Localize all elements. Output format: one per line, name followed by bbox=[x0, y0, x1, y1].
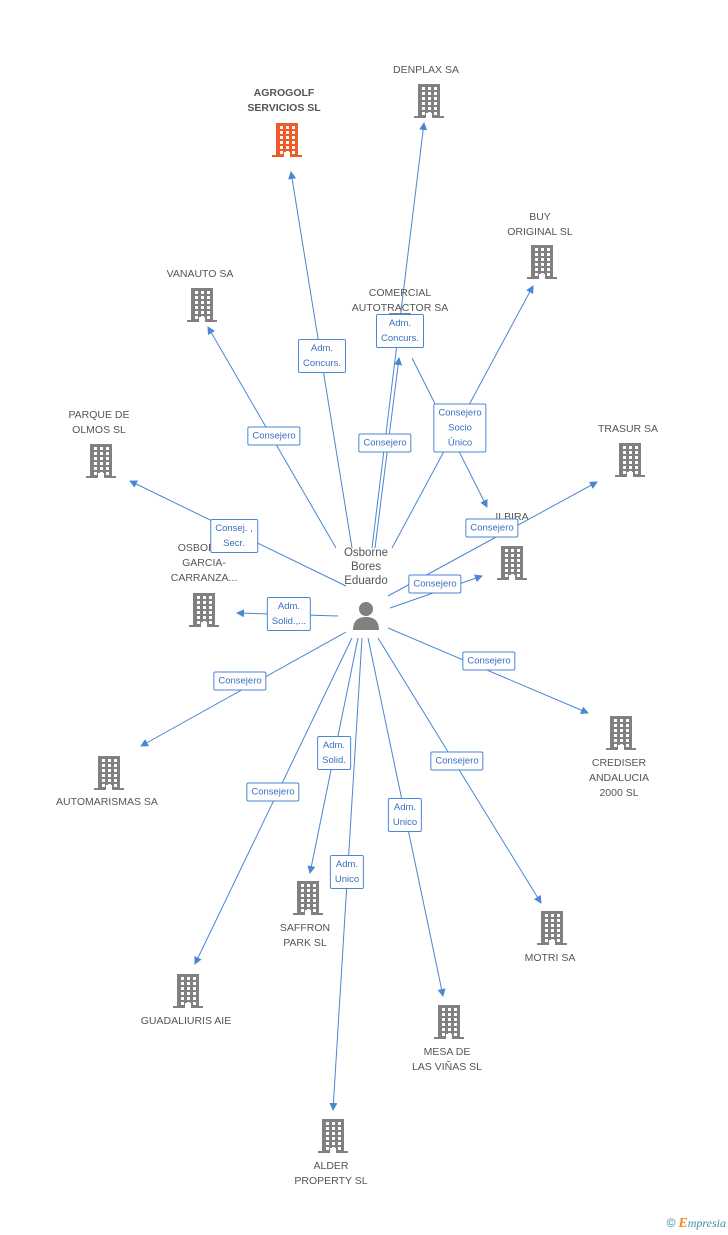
company-label-agrogolf[interactable]: AGROGOLF SERVICIOS SL bbox=[247, 87, 321, 114]
relation-edge-motri bbox=[377, 637, 542, 904]
company-label-guadaliuris[interactable]: GUADALIURIS AIE bbox=[140, 1015, 232, 1027]
company-label-alder[interactable]: ALDER PROPERTY SL bbox=[294, 1160, 368, 1187]
building-icon[interactable] bbox=[272, 123, 302, 162]
building-icon[interactable] bbox=[615, 443, 645, 482]
relation-label-motri: Consejero bbox=[430, 751, 484, 771]
empresia-footer: © Empresia bbox=[667, 1216, 726, 1232]
building-icon[interactable] bbox=[173, 974, 203, 1013]
relation-label-buy-original: Consejero Socio Único bbox=[433, 403, 487, 453]
company-label-buy-original[interactable]: BUY ORIGINAL SL bbox=[507, 211, 573, 238]
relation-label-mesa-vinas: Adm. Unico bbox=[387, 798, 423, 832]
building-icon[interactable] bbox=[293, 881, 323, 920]
relation-label-vanauto: Consejero bbox=[247, 426, 301, 446]
relation-label-saffron: Adm. Solid. bbox=[317, 736, 351, 770]
building-icon[interactable] bbox=[527, 245, 557, 284]
relation-edge-crediser bbox=[387, 627, 589, 714]
company-label-comercial-autotractor[interactable]: COMERCIAL AUTOTRACTOR SA bbox=[351, 287, 449, 314]
company-label-motri[interactable]: MOTRI SA bbox=[524, 952, 576, 964]
building-icon[interactable] bbox=[537, 911, 567, 950]
company-label-vanauto[interactable]: VANAUTO SA bbox=[166, 268, 234, 280]
building-icon[interactable] bbox=[86, 444, 116, 483]
relation-label-denplax: Consejero bbox=[358, 433, 412, 453]
company-label-trasur[interactable]: TRASUR SA bbox=[597, 423, 659, 435]
relation-label-crediser: Consejero bbox=[462, 651, 516, 671]
company-label-crediser[interactable]: CREDISER ANDALUCIA 2000 SL bbox=[588, 757, 650, 799]
building-icon[interactable] bbox=[187, 288, 217, 327]
brand-name: mpresia bbox=[687, 1216, 726, 1230]
relation-edge-comercial-autotractor bbox=[374, 357, 403, 549]
building-icon[interactable] bbox=[434, 1005, 464, 1044]
copyright-symbol: © bbox=[666, 1216, 676, 1230]
person-icon[interactable] bbox=[351, 600, 381, 635]
company-label-automarismas[interactable]: AUTOMARISMAS SA bbox=[56, 796, 158, 808]
relation-label-parque-olmos: Consej. , Secr. bbox=[210, 519, 258, 553]
relation-label-guadaliuris: Consejero bbox=[246, 782, 300, 802]
building-icon[interactable] bbox=[94, 756, 124, 795]
relation-label-trasur: Consejero bbox=[465, 518, 519, 538]
relation-label-alder: Adm. Unico bbox=[329, 855, 365, 889]
company-label-denplax[interactable]: DENPLAX SA bbox=[393, 64, 459, 76]
company-label-saffron[interactable]: SAFFRON PARK SL bbox=[279, 922, 331, 949]
company-label-mesa-vinas[interactable]: MESA DE LAS VIÑAS SL bbox=[411, 1046, 483, 1073]
building-icon[interactable] bbox=[318, 1119, 348, 1158]
building-icon[interactable] bbox=[606, 716, 636, 755]
relation-label-ilbira: Consejero bbox=[408, 574, 462, 594]
company-label-parque-olmos[interactable]: PARQUE DE OLMOS SL bbox=[68, 409, 130, 436]
person-label[interactable]: Osborne Bores Eduardo bbox=[343, 547, 389, 587]
relation-label-agrogolf: Adm. Concurs. bbox=[297, 339, 347, 373]
building-icon[interactable] bbox=[497, 546, 527, 585]
brand-initial: E bbox=[678, 1216, 688, 1231]
building-icon[interactable] bbox=[414, 84, 444, 123]
relation-label-osborne-garcia: Adm. Solid.,... bbox=[266, 597, 312, 631]
relation-label-automarismas: Consejero bbox=[213, 671, 267, 691]
relation-label-comercial-autotractor: Adm. Concurs. bbox=[375, 314, 425, 348]
building-icon[interactable] bbox=[189, 593, 219, 632]
